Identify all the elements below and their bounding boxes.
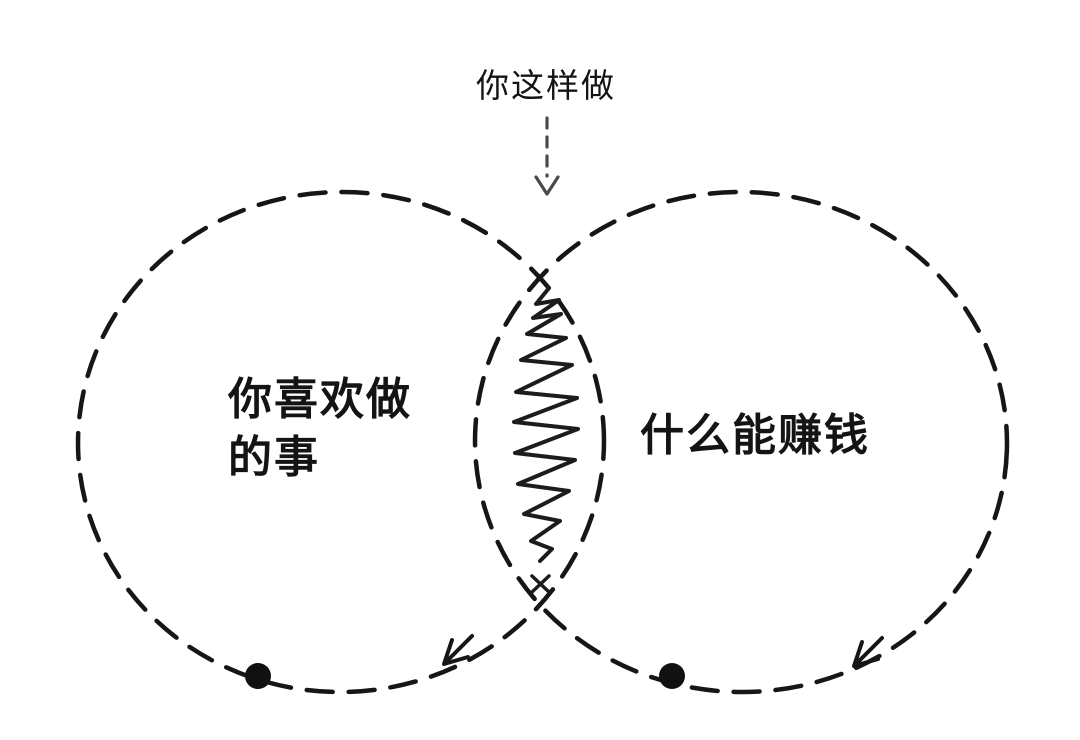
right-circle-end-arrow [852, 636, 884, 668]
right-circle-start-dot [659, 663, 685, 689]
left-circle-label-line2: 的事 [228, 433, 320, 482]
right-circle [472, 189, 1010, 695]
intersection-scribble [512, 286, 580, 563]
left-circle-start-dot [245, 663, 271, 689]
down-arrow [534, 116, 560, 196]
top-annotation-label: 你这样做 [476, 67, 616, 104]
left-circle-end-arrow [442, 634, 474, 666]
left-circle-label-line1: 你喜欢做 [227, 375, 412, 424]
right-circle-label: 什么能赚钱 [640, 411, 870, 460]
intersection-x-mark [530, 574, 551, 594]
left-circle [75, 189, 607, 695]
